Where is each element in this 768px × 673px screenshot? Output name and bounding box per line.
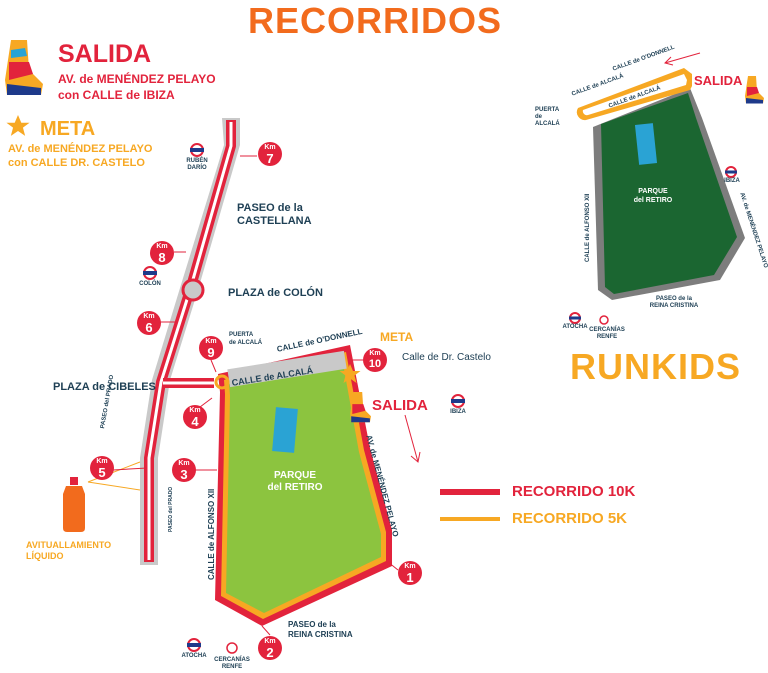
runkids-map <box>576 52 745 300</box>
street-cibeles: PLAZA de CIBELES <box>53 381 156 393</box>
street-reina-1: PASEO de la <box>288 620 336 629</box>
kids-street-alfonso: CALLE de ALFONSO XII <box>585 193 591 262</box>
castellana-road <box>140 118 240 565</box>
start-heading: SALIDA <box>58 40 152 68</box>
direction-arrow-icon <box>404 414 421 463</box>
street-castellana-1: PASEO de la <box>237 202 303 214</box>
star-icon <box>6 115 361 383</box>
runkids-title: RUNKIDS <box>570 346 742 387</box>
kids-salida: SALIDA <box>694 73 743 88</box>
street-castellana-2: CASTELLANA <box>237 215 312 227</box>
street-reina-2: REINA CRISTINA <box>288 630 353 639</box>
metro-label-colon: COLÓN <box>139 281 161 287</box>
street-puerta-2: de ALCALÁ <box>229 340 263 346</box>
street-castelo: Calle de Dr. Castelo <box>402 352 491 363</box>
aid-label-1: AVITUALLAMIENTO <box>26 540 112 550</box>
finish-line1: AV. de MENÉNDEZ PELAYO <box>8 143 153 155</box>
km-connectors <box>112 155 399 636</box>
runner-shoe-icon <box>5 40 764 423</box>
street-puerta-1: PUERTA <box>229 332 254 338</box>
water-bottle-icon <box>63 477 85 532</box>
metro-label-atocha: ATOCHA <box>181 653 207 659</box>
finish-heading: META <box>40 118 96 140</box>
street-alfonso: CALLE de ALFONSO XII <box>207 488 216 580</box>
legend-10k-label: RECORRIDO 10K <box>512 483 636 500</box>
aid-label-2: LÍQUIDO <box>26 551 64 561</box>
pond <box>272 407 298 453</box>
start-line2: con CALLE de IBIZA <box>58 88 175 102</box>
renfe-icons <box>226 315 609 654</box>
salida-label: SALIDA <box>372 397 428 414</box>
finish-line2: con CALLE DR. CASTELO <box>8 157 145 169</box>
street-small-prado: PASEO del PRADO <box>168 486 174 532</box>
metro-label-ibiza: IBIZA <box>450 409 466 415</box>
meta-label: META <box>380 330 414 344</box>
street-colon: PLAZA de COLÓN <box>228 287 323 299</box>
kids-metro-atocha: ATOCHA <box>562 324 588 330</box>
start-line1: AV. de MENÉNDEZ PELAYO <box>58 72 216 86</box>
park-label: PARQUE del RETIRO <box>267 470 323 493</box>
kids-park-label: PARQUE del RETIRO <box>633 188 673 204</box>
kids-metro-ibiza: IBIZA <box>724 178 740 184</box>
page-title: RECORRIDOS <box>248 0 503 41</box>
legend-5k-label: RECORRIDO 5K <box>512 510 628 527</box>
metro-icons <box>143 143 737 652</box>
retiro-park <box>214 345 392 626</box>
